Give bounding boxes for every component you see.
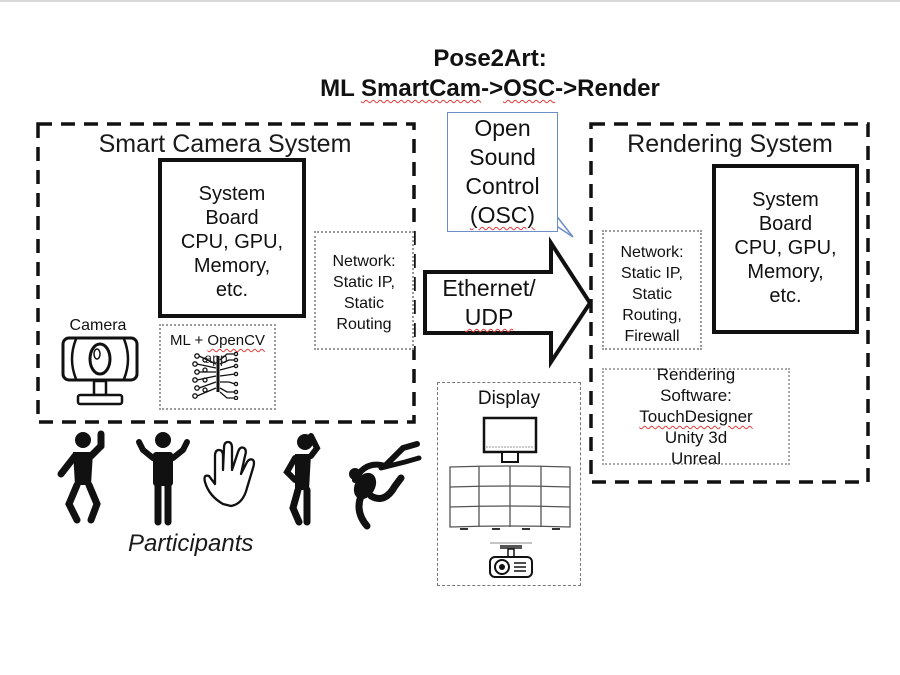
arrow-line-2: UDP <box>464 304 514 330</box>
camera-label: Camera <box>69 317 127 334</box>
board-line: Board <box>205 207 259 229</box>
title-text: ML <box>320 75 362 102</box>
monitor-icon <box>482 416 538 463</box>
ethernet-arrow <box>423 236 593 369</box>
network-line: Network: <box>620 244 684 261</box>
participants-label: Participants <box>128 530 254 557</box>
osc-callout: Open Sound Control (OSC) <box>447 112 558 232</box>
network-line: Routing, <box>622 307 682 324</box>
network-line: Static <box>343 295 384 312</box>
ml-opencv-box: ML + OpenCV app <box>159 324 276 410</box>
board-line: etc. <box>769 285 802 307</box>
arrow-line-1: Ethernet/ <box>442 275 536 301</box>
smart-camera-system-title: Smart Camera System <box>98 130 352 158</box>
board-line: Board <box>758 213 813 235</box>
ml-app-sublabel: app <box>204 350 228 366</box>
shrugging-person-icon <box>136 432 190 526</box>
diagram-title: Pose2Art: ML SmartCam->OSC->Render <box>200 44 780 104</box>
title-smartcam: SmartCam <box>361 75 482 102</box>
smart-camera-system-boundary <box>36 122 416 424</box>
network-line: Routing <box>336 316 392 333</box>
board-line: CPU, GPU, <box>180 231 284 253</box>
title-osc: OSC <box>503 75 556 102</box>
osc-line: Control <box>465 173 540 199</box>
osc-line: Open <box>474 115 531 141</box>
display-box: Display <box>437 382 581 586</box>
network-line: Network: <box>332 253 396 270</box>
board-line: CPU, GPU, <box>734 237 837 259</box>
dancing-person-icon <box>57 430 105 524</box>
board-line: System <box>198 183 266 205</box>
network-line: Firewall <box>624 328 680 345</box>
title-line-1: Pose2Art: <box>433 45 547 72</box>
camera-system-board: System Board CPU, GPU, Memory, etc. <box>158 158 306 318</box>
software-heading-2: Software: <box>660 386 732 405</box>
rendering-system-title: Rendering System <box>627 130 833 158</box>
board-line: Memory, <box>193 255 271 277</box>
posing-person-icon <box>283 433 321 526</box>
board-line: Memory, <box>747 261 824 283</box>
ml-opencv-label: ML + OpenCV <box>161 332 274 350</box>
top-border <box>0 0 900 2</box>
neural-circuit-icon <box>192 351 239 400</box>
projector-icon <box>489 542 533 578</box>
camera-network-box: Network: Static IP, Static Routing <box>314 231 414 350</box>
ethernet-udp-label: Ethernet/ UDP <box>428 274 550 332</box>
webcam-icon <box>61 336 139 406</box>
software-item: Unreal <box>670 449 722 468</box>
network-line: Static <box>631 286 672 303</box>
opencv-label-text: OpenCV <box>207 332 265 349</box>
software-item: TouchDesigner <box>639 407 753 426</box>
participants-icons <box>57 430 422 530</box>
display-title: Display <box>477 388 541 409</box>
software-item: Unity 3d <box>664 428 728 447</box>
osc-line: (OSC) <box>469 202 536 228</box>
osc-line: Sound <box>469 144 536 170</box>
osc-callout-tail <box>554 213 574 238</box>
render-network-box: Network: Static IP, Static Routing, Fire… <box>602 230 702 350</box>
title-render: ->Render <box>555 75 660 102</box>
vulcan-salute-hand-icon <box>203 440 256 508</box>
render-system-board: System Board CPU, GPU, Memory, etc. <box>712 164 859 334</box>
title-line-2: ML SmartCam->OSC->Render <box>200 74 780 104</box>
leaping-dancer-icon <box>349 441 422 530</box>
rendering-software-box: Rendering Software: TouchDesigner Unity … <box>602 365 790 468</box>
software-heading-1: Rendering <box>656 365 736 384</box>
ml-label-text: ML + <box>170 332 208 349</box>
title-arrow-text: -> <box>481 75 504 102</box>
network-line: Static IP, <box>621 265 683 282</box>
board-line: etc. <box>215 279 249 301</box>
video-wall-icon <box>449 465 571 530</box>
network-line: Static IP, <box>333 274 395 291</box>
board-line: System <box>752 189 819 211</box>
